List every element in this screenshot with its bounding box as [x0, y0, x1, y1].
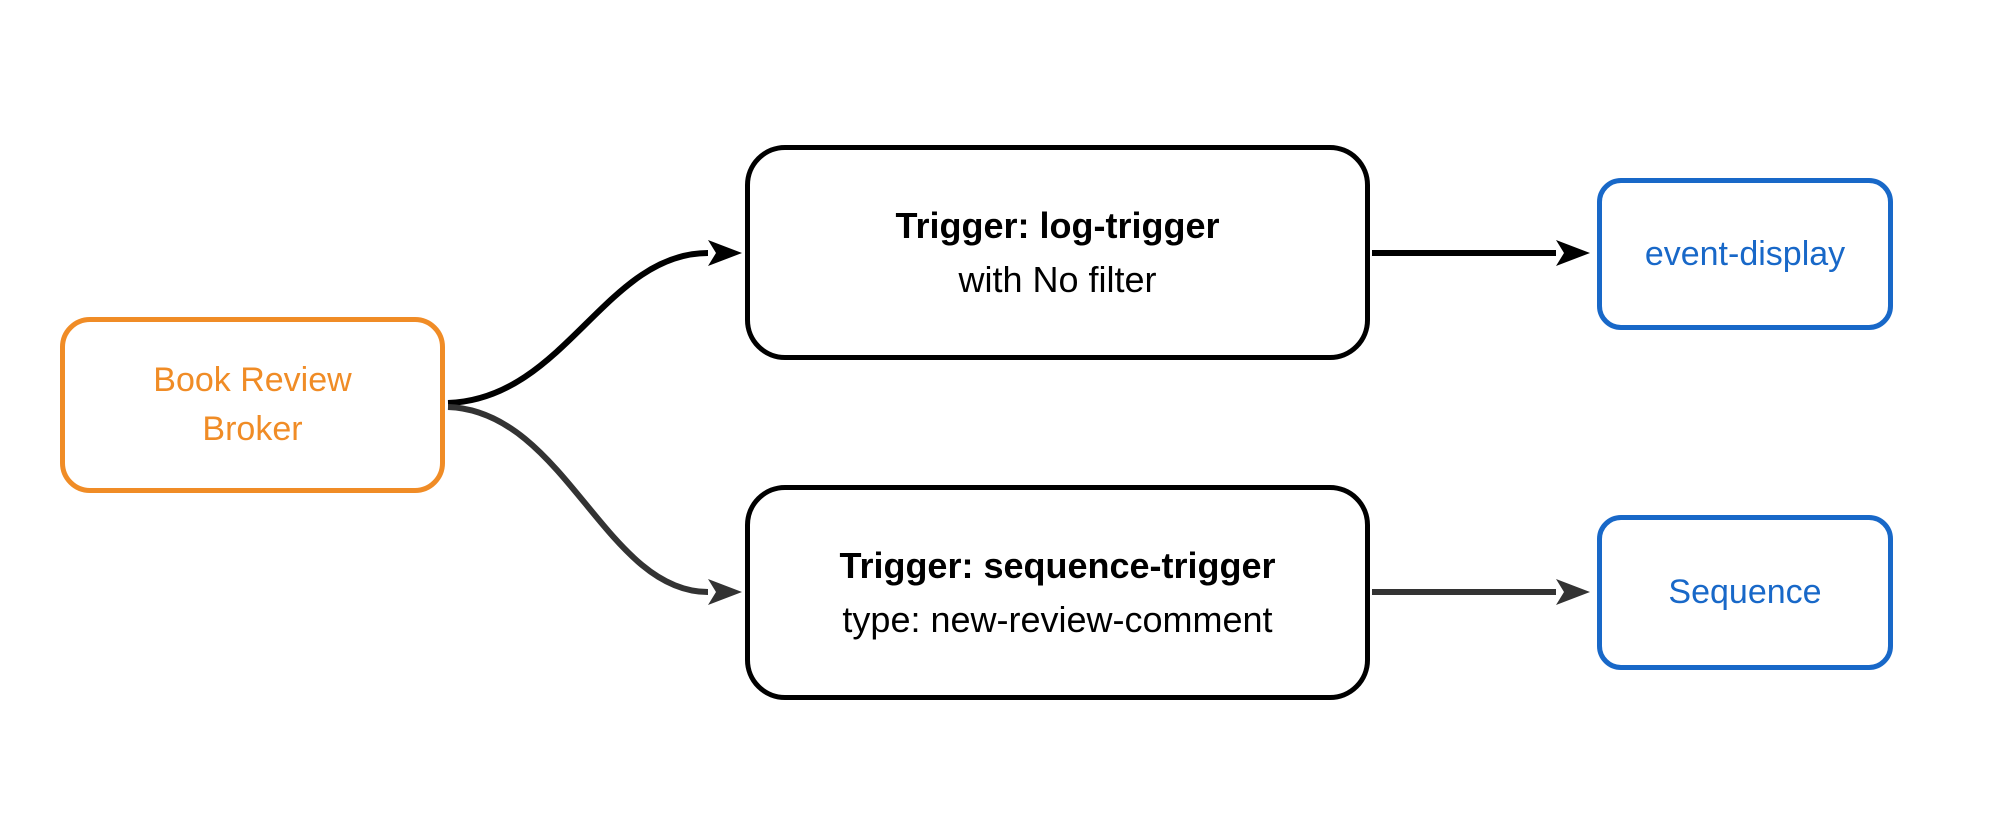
broker-label-line1: Book Review: [153, 360, 352, 399]
event-display-label: event-display: [1644, 234, 1846, 273]
edge-broker-to-sequence-trigger: [447, 404, 742, 605]
node-sequence: Sequence: [1597, 515, 1893, 670]
log-trigger-title: Trigger: log-trigger: [895, 204, 1220, 246]
node-sequence-trigger: Trigger: sequence-trigger type: new-revi…: [745, 485, 1370, 700]
log-trigger-subtitle: with No filter: [958, 258, 1157, 300]
node-log-trigger: Trigger: log-trigger with No filter: [745, 145, 1370, 360]
sequence-trigger-title: Trigger: sequence-trigger: [839, 544, 1276, 586]
broker-label-line2: Broker: [202, 410, 303, 448]
sequence-trigger-subtitle: type: new-review-comment: [842, 598, 1273, 640]
sequence-label: Sequence: [1668, 573, 1822, 611]
node-event-display: event-display: [1597, 178, 1893, 330]
node-book-review-broker: Book Review Broker: [60, 317, 445, 493]
edge-broker-to-log-trigger: [447, 240, 742, 406]
